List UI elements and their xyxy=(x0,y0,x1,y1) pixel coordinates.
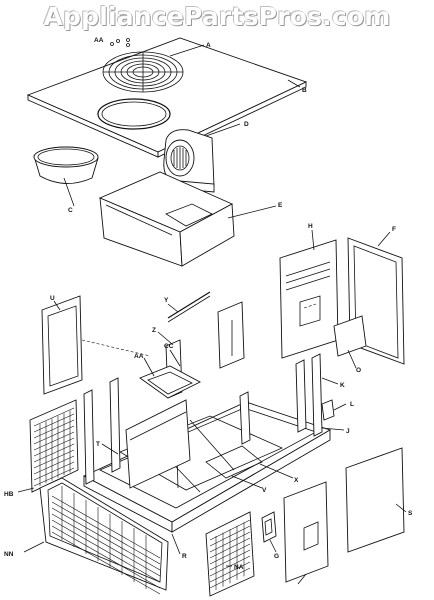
callout-d: D xyxy=(244,121,249,128)
louver-slat xyxy=(33,461,75,481)
filter-frame xyxy=(139,365,201,399)
callout-t: T xyxy=(96,441,100,448)
fan-guard xyxy=(102,51,184,93)
callout-f: F xyxy=(392,226,396,233)
control-box-panel xyxy=(279,239,339,359)
louver-slat xyxy=(33,413,75,433)
support-bar xyxy=(167,291,211,323)
louver-grille-left xyxy=(29,399,79,493)
louver-slat xyxy=(33,407,75,427)
callout-g: G xyxy=(274,553,279,560)
callout-cc: CC xyxy=(164,343,174,350)
drain-pan-basin xyxy=(33,146,99,184)
callout-o: O xyxy=(356,367,361,374)
top-panel-fasteners xyxy=(110,38,130,47)
louver-slat xyxy=(51,501,161,565)
callout-s: S xyxy=(408,510,413,517)
louver-slat xyxy=(51,519,161,583)
louver-grille-right-slats xyxy=(209,519,251,590)
blower-assembly xyxy=(163,129,215,193)
callout-v: V xyxy=(262,487,267,494)
louver-slat xyxy=(51,513,161,577)
louver-slat xyxy=(33,425,75,445)
louver-grille-left-slats xyxy=(33,407,75,487)
louver-slat xyxy=(33,455,75,475)
callout-aa: AA xyxy=(134,353,144,360)
callout-e: E xyxy=(278,202,283,209)
callout-a: A xyxy=(206,42,211,49)
callout-b: B xyxy=(302,87,307,94)
divider-housing xyxy=(98,171,235,267)
louver-slat xyxy=(51,531,161,595)
callout-k: K xyxy=(340,382,345,389)
base-cabinet xyxy=(82,401,332,533)
callout-y: Y xyxy=(164,297,169,304)
callout-na: NA xyxy=(234,564,244,571)
louver-slat xyxy=(51,507,161,571)
watermark: AppliancePartsPros.com xyxy=(43,2,391,31)
corner-posts xyxy=(83,353,323,485)
louver-slat xyxy=(33,443,75,463)
louver-slat xyxy=(33,431,75,451)
hinge-bracket xyxy=(261,511,277,543)
callout-aa-top: AA xyxy=(94,37,104,44)
leader-lines xyxy=(17,44,407,585)
callout-c: C xyxy=(68,207,73,214)
callout-hb: HB xyxy=(4,491,14,498)
louver-slat xyxy=(33,437,75,457)
partition-divider xyxy=(125,399,191,489)
callout-x: X xyxy=(294,477,299,484)
callout-z: Z xyxy=(152,327,156,334)
callout-nn: NN xyxy=(4,551,14,558)
callout-j: J xyxy=(346,428,350,435)
callout-u: U xyxy=(50,295,55,302)
louver-slat xyxy=(33,449,75,469)
service-panel xyxy=(283,481,329,583)
latch xyxy=(321,399,335,421)
louver-slat xyxy=(33,467,75,487)
callout-h: H xyxy=(308,223,313,230)
access-door-panel xyxy=(345,447,405,553)
louver-grille-front-slats xyxy=(51,486,161,595)
louver-slat xyxy=(51,525,161,589)
louver-slat xyxy=(51,495,161,559)
left-access-panel xyxy=(41,295,83,395)
gasket-ring xyxy=(97,98,171,130)
callout-l: L xyxy=(350,401,354,408)
louver-slat xyxy=(33,419,75,439)
callout-r: R xyxy=(182,553,187,560)
cover-plate xyxy=(333,315,367,357)
